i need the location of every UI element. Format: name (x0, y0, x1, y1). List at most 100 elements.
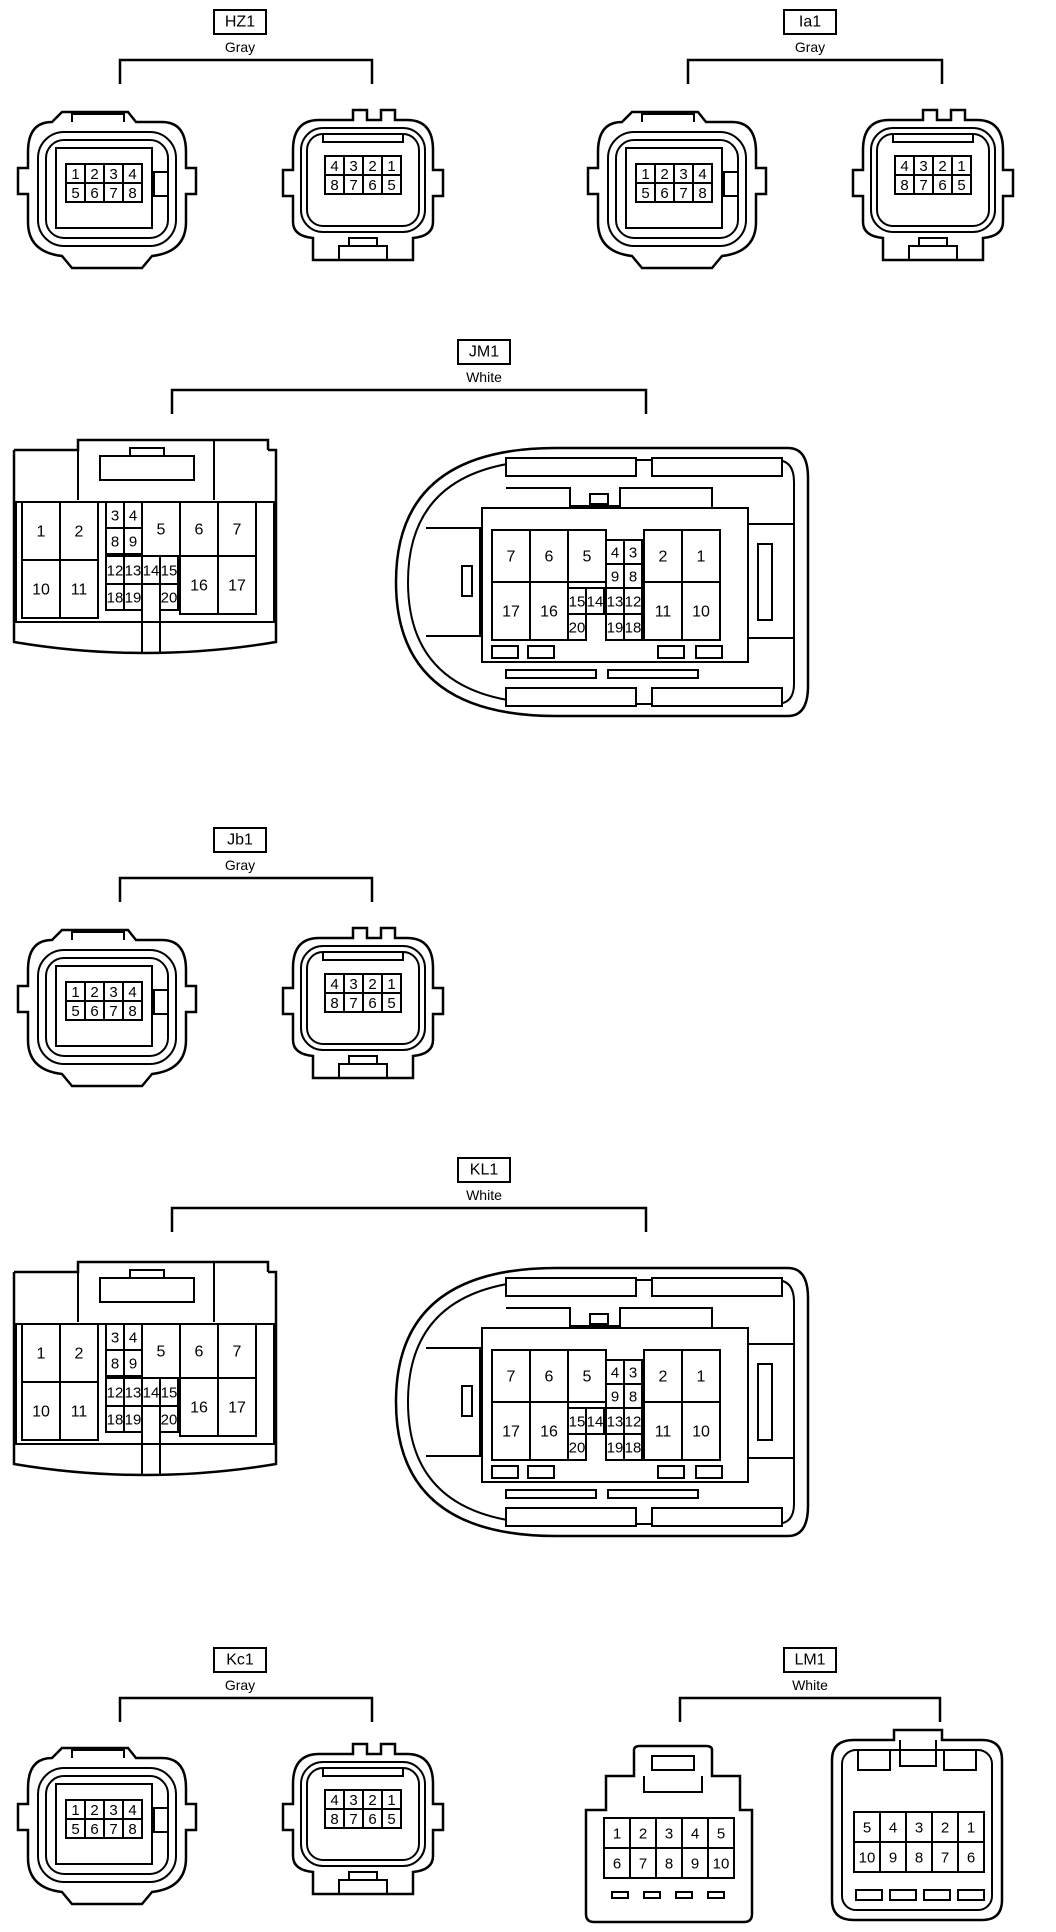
side-latch (426, 1347, 481, 1457)
lock-tab (99, 447, 195, 481)
pin-number: 6 (195, 522, 204, 539)
latch-slot (461, 565, 473, 597)
housing-rim (300, 945, 426, 1051)
pin-number: 7 (507, 549, 516, 566)
pin-number: 3 (111, 1330, 119, 1347)
pin-number: 8 (128, 1821, 136, 1838)
pin-number: 14 (143, 1385, 160, 1402)
rear-guide (748, 523, 795, 639)
connector-color: Gray (225, 39, 255, 55)
pin-cavity (529, 529, 569, 583)
pin-cavity (59, 559, 99, 619)
pin-frame (625, 147, 723, 229)
pin-number: 11 (71, 1404, 88, 1421)
terminal-slot (957, 1889, 985, 1901)
pin-cavity (629, 1817, 657, 1849)
pin-number: 2 (639, 1826, 647, 1843)
connector-label: Ia1 (799, 14, 821, 31)
pin-number: 8 (900, 177, 908, 194)
lock-tab (651, 1755, 695, 1771)
pairing-bracket (686, 58, 944, 84)
pin-cavity (603, 1847, 631, 1879)
pin-number: 8 (629, 1389, 637, 1406)
bottom-slot (607, 1489, 699, 1499)
pin-cavity (951, 174, 972, 195)
pin-number: 6 (195, 1344, 204, 1361)
connector-color: White (466, 1187, 502, 1203)
pin-number: 2 (90, 1802, 98, 1819)
pin-cavity (879, 1841, 907, 1873)
pin-number: 5 (863, 1820, 871, 1837)
pin-number: 12 (107, 563, 124, 580)
latch-groove (322, 134, 404, 143)
pin-cavity (681, 1401, 721, 1461)
pin-number: 9 (611, 1389, 619, 1406)
pin-number: 1 (613, 1826, 621, 1843)
pin-number: 10 (32, 582, 50, 599)
pin-cavity (623, 1433, 643, 1461)
polarization-key (723, 171, 739, 197)
pin-number: 15 (161, 563, 178, 580)
pin-number: 4 (129, 508, 137, 525)
pin-number: 10 (32, 1404, 50, 1421)
housing-rim (300, 127, 426, 233)
pin-cavity (123, 1405, 143, 1433)
pin-number: 7 (233, 522, 242, 539)
lock-nub (589, 1313, 609, 1325)
pin-number: 11 (71, 582, 88, 599)
housing-rim (841, 1749, 993, 1911)
pin-number: 20 (569, 620, 586, 637)
pin-number: 6 (368, 995, 376, 1012)
pin-number: 6 (90, 1821, 98, 1838)
pin-frame (55, 147, 153, 229)
pin-number: 5 (957, 177, 965, 194)
pin-number: 1 (37, 524, 46, 541)
pin-number: 13 (125, 1385, 142, 1402)
terminal-slot (491, 645, 519, 659)
pin-number: 1 (641, 166, 649, 183)
pin-number: 2 (368, 158, 376, 175)
connector-color: Gray (225, 1677, 255, 1693)
pin-cavity (491, 581, 531, 641)
pairing-bracket (118, 1696, 374, 1722)
pin-number: 3 (111, 508, 119, 525)
pin-cavity (122, 1818, 143, 1839)
pin-number: 18 (625, 620, 642, 637)
pin-number: 7 (639, 1856, 647, 1873)
pin-number: 1 (71, 166, 79, 183)
connector-label-box (213, 9, 267, 35)
terminal-slot (527, 1465, 555, 1479)
latch-guides (857, 1750, 977, 1771)
rear-guide (748, 1343, 795, 1459)
pin-number: 5 (71, 1821, 79, 1838)
pin-cavity (585, 587, 605, 615)
pin-cavity (681, 529, 721, 583)
top-rib (651, 457, 783, 477)
pin-number: 16 (540, 604, 558, 621)
pin-number: 4 (128, 166, 136, 183)
pin-number: 8 (128, 1003, 136, 1020)
pin-number: 9 (129, 534, 137, 551)
pin-number: 1 (957, 158, 965, 175)
pin-cavity (21, 1323, 61, 1383)
bottom-slot (505, 669, 597, 679)
pin-cavity (567, 613, 587, 641)
pin-number: 20 (161, 1412, 178, 1429)
pin-frame (481, 507, 749, 663)
pin-number: 5 (157, 1344, 166, 1361)
pin-number: 3 (109, 984, 117, 1001)
pin-number: 15 (161, 1385, 178, 1402)
pin-number: 6 (368, 177, 376, 194)
pin-cavity (567, 1433, 587, 1461)
pin-number: 6 (967, 1850, 975, 1867)
pin-number: 7 (941, 1850, 949, 1867)
connector-housing (281, 926, 445, 1080)
pin-number: 5 (71, 1003, 79, 1020)
housing-rim (406, 1279, 795, 1525)
pin-cavity (567, 1349, 607, 1403)
